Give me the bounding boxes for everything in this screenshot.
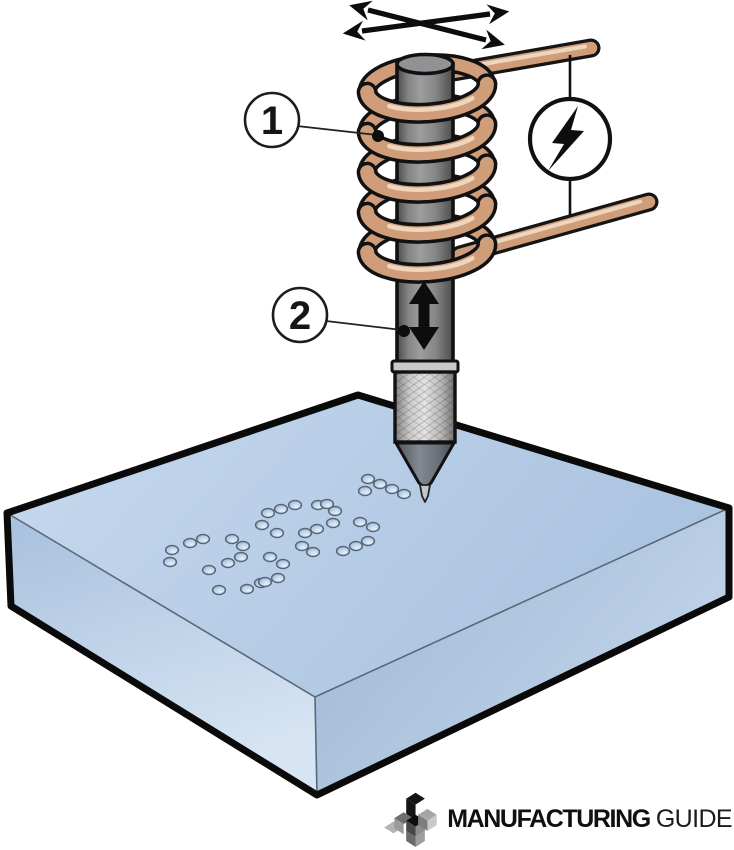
callout-2: 2: [271, 286, 410, 344]
peened-dot: [357, 485, 373, 497]
peened-dot: [360, 535, 376, 547]
peened-dot: [201, 564, 217, 576]
callout-1-number: 1: [261, 99, 283, 143]
manufacturingguide-logo-icon: [384, 792, 437, 847]
peened-dot: [327, 505, 343, 517]
callout-1-leader-line: [296, 125, 378, 136]
coil-turn-front-copper: [360, 236, 494, 281]
peened-dot: [352, 516, 368, 528]
coil-turn-highlight: [364, 238, 490, 273]
coil-turn-front-copper: [360, 76, 494, 121]
callout-2-number: 2: [289, 294, 311, 338]
peened-dot: [273, 503, 289, 515]
peened-dot: [335, 545, 351, 557]
peened-dot: [305, 546, 321, 558]
callout-1-circle: [243, 91, 301, 149]
peened-dot: [220, 557, 236, 569]
pin-knurled-grip: [393, 370, 457, 444]
callout-1-leader-dot: [372, 130, 384, 142]
peened-dot: [319, 498, 335, 510]
induction-coil: [356, 73, 498, 284]
coil-turn-highlight: [364, 118, 490, 153]
workpiece-inner-edges: [6, 507, 730, 796]
callout-2-leader-line: [325, 320, 403, 331]
coil-turn-highlight: [364, 198, 490, 233]
pin-top-face: [395, 52, 455, 76]
peened-dot: [254, 519, 270, 531]
peened-dot: [233, 551, 249, 563]
pin-stylus-tip: [419, 484, 431, 503]
peened-dot: [396, 488, 412, 500]
up-down-motion-arrow-icon: [409, 281, 439, 350]
callout-2-circle: [271, 286, 329, 344]
peened-dot: [365, 521, 381, 533]
workpiece-right-face: [315, 508, 729, 795]
peened-dot: [297, 527, 313, 539]
peened-dot: [224, 533, 240, 545]
workpiece-block: [3, 391, 733, 799]
peened-dot: [384, 483, 400, 495]
peened-dot: [325, 517, 341, 529]
peened-dot: [239, 583, 255, 595]
workpiece-outline: [3, 391, 733, 799]
lightning-bolt-icon: [548, 106, 584, 171]
power-source-icon: [527, 96, 613, 182]
peened-dot: [262, 551, 278, 563]
coil-turn-front-copper: [360, 156, 494, 201]
peened-dot: [372, 478, 388, 490]
coil-turn-highlight: [364, 78, 490, 113]
peened-dot: [287, 499, 303, 511]
coil-turn-front-copper: [360, 116, 494, 161]
peened-dot: [294, 540, 310, 552]
peened-dot: [257, 576, 273, 588]
peened-dot: [182, 537, 198, 549]
peened-dot: [164, 544, 180, 556]
peened-dot: [211, 584, 227, 596]
peened-dot: [275, 558, 291, 570]
coil-turn-highlight: [364, 158, 490, 193]
peened-dot: [235, 540, 251, 552]
peened-dot: [260, 507, 276, 519]
peened-dot: [360, 473, 376, 485]
workpiece-front-face: [7, 513, 317, 795]
peened-dot: [270, 572, 286, 584]
callout-2-leader-dot: [398, 325, 410, 337]
logo-text-light: GUIDE: [655, 804, 733, 833]
peened-dot: [309, 523, 325, 535]
peened-dot: [269, 527, 285, 539]
coil-turn-front-copper: [360, 196, 494, 241]
logo-text-bold: MANUFACTURING: [447, 804, 651, 833]
peened-dot: [162, 556, 178, 568]
peened-dot: [348, 540, 364, 552]
callout-1: 1: [243, 91, 384, 149]
peened-dot: [195, 533, 211, 545]
xy-motion-arrows-icon: [342, 0, 510, 50]
peened-dot-marks: [162, 473, 412, 596]
